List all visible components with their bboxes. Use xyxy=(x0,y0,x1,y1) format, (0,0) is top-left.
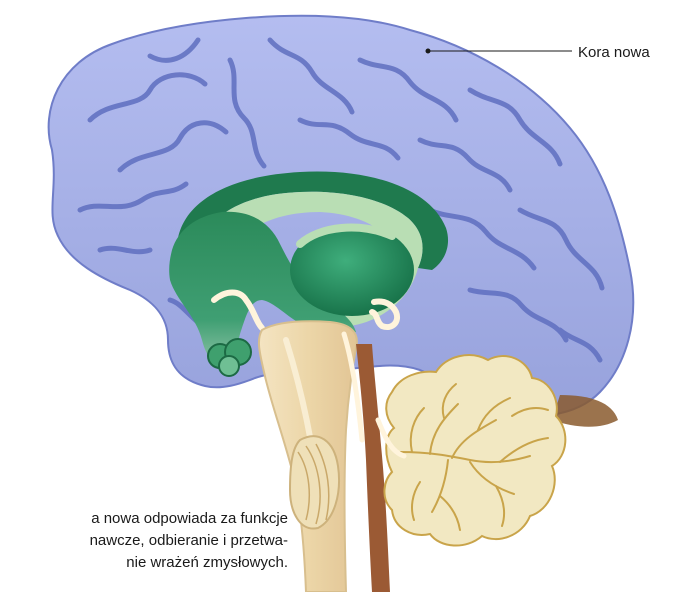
spinal-canal xyxy=(356,344,390,592)
caption-line: nawcze, odbieranie i przetwa- xyxy=(0,530,288,552)
caption-text: a nowa odpowiada za funkcje nawcze, odbi… xyxy=(0,508,288,574)
caption-line: a nowa odpowiada za funkcje xyxy=(0,508,288,530)
caption-line: nie wrażeń zmysłowych. xyxy=(0,552,288,574)
cerebellum xyxy=(378,355,565,545)
label-kora-nowa: Kora nowa xyxy=(578,44,650,61)
pons xyxy=(290,436,339,528)
